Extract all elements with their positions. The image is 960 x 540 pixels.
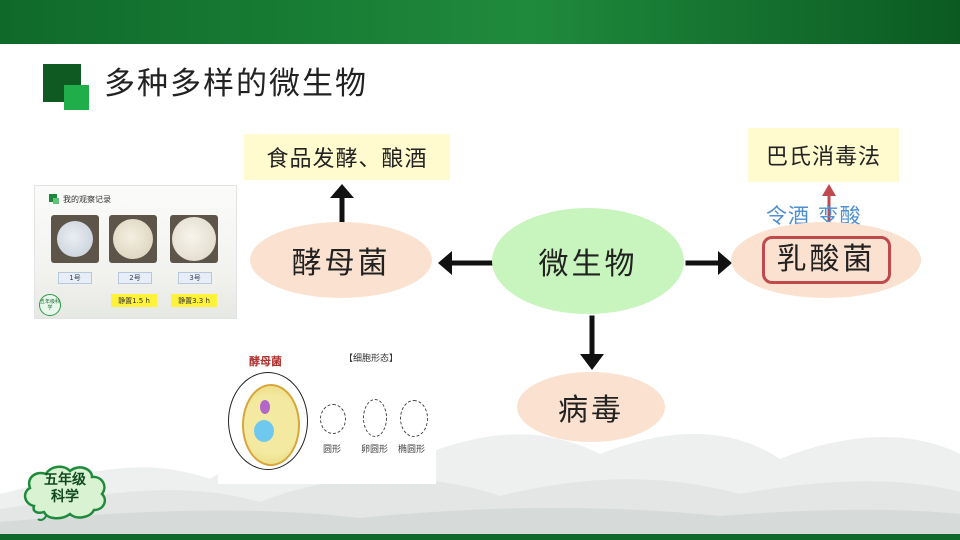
- header-band: [0, 0, 960, 44]
- sample-cup-1: [51, 215, 99, 263]
- shape-round-outline: [320, 404, 346, 434]
- footer-band: [0, 534, 960, 540]
- cell-nucleus: [254, 420, 274, 442]
- yeast-use-box: 食品发酵、酿酒: [244, 134, 450, 180]
- shape-label-round: 圆形: [323, 445, 342, 455]
- title-square-light: [64, 85, 89, 110]
- shape-ovoid-outline: [363, 399, 387, 437]
- page-title: 多种多样的微生物: [104, 66, 368, 102]
- cell-figure-title: 酵母菌: [249, 355, 282, 368]
- badge-line-2: 科学: [51, 489, 79, 505]
- sample-time-tag-2: 静置1.5 h: [111, 294, 157, 307]
- microorganism-node: 微生物: [492, 208, 684, 314]
- badge-label: 五年级 科学: [20, 472, 110, 506]
- shape-label-ovoid: 卵圆形: [361, 445, 389, 455]
- pasteurization-box: 巴氏消毒法: [748, 128, 899, 182]
- shape-label-elliptic: 椭圆形: [398, 445, 426, 455]
- lactic-bacteria-label: 乳酸菌: [761, 236, 891, 284]
- sample-label-3: 3号: [178, 272, 212, 284]
- yeast-cell-figure: 酵母菌 【细胞形态】 圆形 卵圆形 椭圆形: [218, 342, 436, 484]
- sample-time-tag-3: 静置3.3 h: [171, 294, 217, 307]
- shape-elliptic-outline: [400, 400, 428, 437]
- sample-label-2: 2号: [118, 272, 152, 284]
- observation-mark-accent: [53, 198, 59, 204]
- observation-logo: 五年级科学: [39, 294, 61, 316]
- yeast-node: 酵母菌: [250, 222, 432, 298]
- sample-cup-2: [109, 215, 157, 263]
- virus-node: 病毒: [517, 372, 665, 442]
- observation-title: 我的观察记录: [63, 195, 111, 204]
- lactic-bacteria-node: 乳酸菌: [731, 222, 921, 298]
- arrow-right-icon: [718, 251, 732, 275]
- badge-cloud-icon: [23, 465, 106, 521]
- observation-record-image: 我的观察记录 1号 2号 3号 静置1.5 h 静置3.3 h 五年级科学: [34, 185, 237, 319]
- badge-line-1: 五年级: [44, 472, 86, 488]
- grade-badge: 五年级 科学: [20, 464, 110, 522]
- mountain-backdrop: [0, 433, 960, 534]
- arrow-up-icon: [330, 184, 354, 198]
- arrow-left-icon: [438, 251, 452, 275]
- cell-vacuole: [260, 400, 270, 414]
- cell-shape-title: 【细胞形态】: [344, 354, 399, 364]
- sample-label-1: 1号: [58, 272, 92, 284]
- red-arrow-up-icon: [822, 184, 836, 196]
- arrow-down-icon: [580, 354, 604, 370]
- sample-cup-3: [170, 215, 218, 263]
